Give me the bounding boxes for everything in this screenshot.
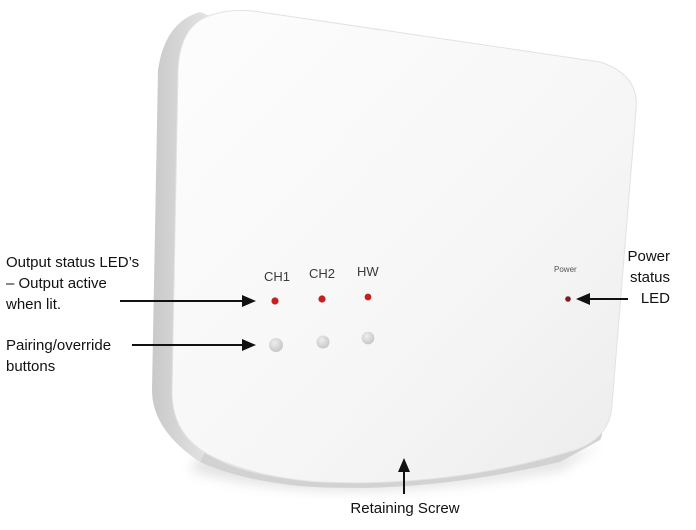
- ch2-status-led: [318, 295, 326, 303]
- output-status-arrow: [120, 295, 256, 307]
- power-status-arrow: [576, 293, 628, 305]
- ch1-pairing-button[interactable]: [269, 338, 283, 352]
- retaining-screw-label: Retaining Screw: [350, 500, 460, 517]
- power-status-line-1: Power: [627, 248, 670, 265]
- hw-label: HW: [357, 264, 379, 279]
- retaining-screw-arrow: [398, 458, 410, 494]
- power-status-led: [565, 296, 571, 302]
- output-status-line-3: when lit.: [6, 296, 62, 313]
- device-bottom-edge: [200, 431, 603, 488]
- device-face: [171, 9, 637, 484]
- hw-pairing-button[interactable]: [361, 331, 375, 345]
- pairing-arrow: [132, 339, 256, 351]
- device-side-wall: [152, 12, 215, 462]
- ch2-pairing-button[interactable]: [316, 335, 330, 349]
- power-label: Power: [554, 265, 577, 274]
- output-status-line-2: – Output active: [6, 275, 107, 292]
- retaining-screw-callout: Retaining Screw: [330, 498, 480, 519]
- hw-status-led: [364, 293, 372, 301]
- power-status-callout: Power status LED: [627, 246, 670, 309]
- ch1-label: CH1: [264, 269, 290, 284]
- ch1-status-led: [271, 297, 279, 305]
- power-status-line-2: status: [629, 269, 670, 286]
- output-status-callout: Output status LED’s – Output active when…: [6, 252, 139, 315]
- pairing-callout: Pairing/override buttons: [6, 335, 111, 377]
- pairing-line-2: buttons: [6, 358, 56, 375]
- ch2-label: CH2: [309, 266, 335, 281]
- output-status-line-1: Output status LED’s: [6, 254, 140, 271]
- pairing-line-1: Pairing/override: [6, 337, 112, 354]
- power-status-line-3: LED: [640, 290, 670, 307]
